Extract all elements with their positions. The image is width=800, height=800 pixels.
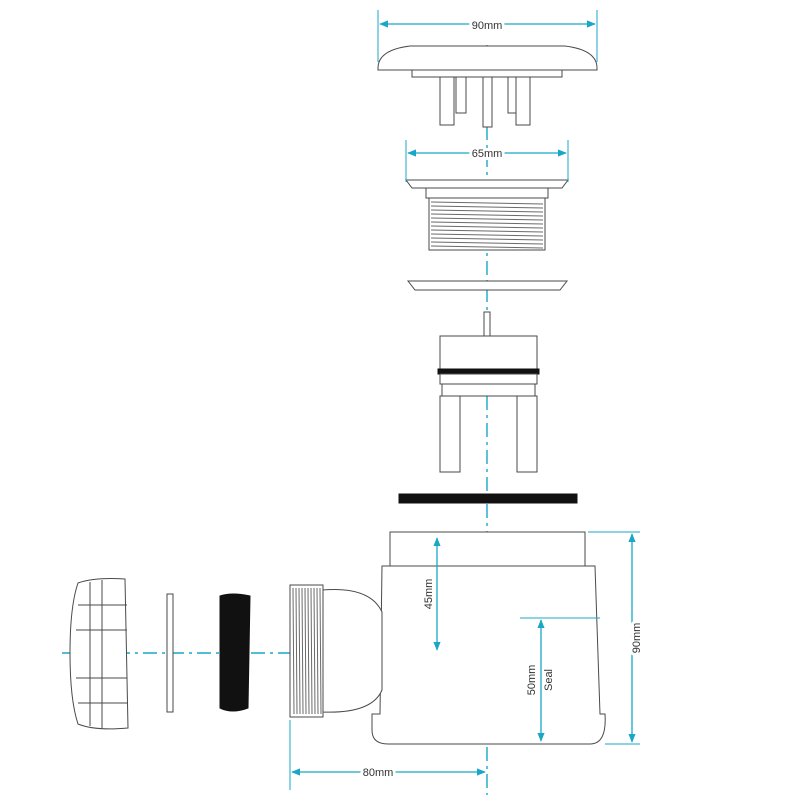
chamber-height-label: 45mm (423, 579, 435, 610)
seal-label: Seal (543, 669, 555, 691)
seal-height-dimension: 50mm Seal (520, 617, 600, 742)
outlet-length-label: 80mm (363, 767, 394, 779)
trap-body (289, 531, 606, 745)
body-width-label: 65mm (472, 148, 503, 160)
cap-width-label: 90mm (472, 20, 503, 32)
plug-cartridge (437, 311, 540, 473)
cone-washer (219, 593, 251, 712)
compression-nut (69, 578, 129, 730)
body-threads (430, 201, 544, 249)
threaded-body (405, 179, 569, 251)
total-height-dimension: 90mm (588, 531, 646, 745)
total-height-label: 90mm (631, 623, 643, 654)
outlet-threads (292, 587, 322, 715)
seal-height-label: 50mm (526, 665, 538, 696)
top-cap (377, 45, 598, 128)
flat-ring-washer (166, 593, 174, 713)
flat-washer (406, 280, 569, 291)
outlet-length-dimension: 80mm (289, 720, 486, 790)
chamber-height-dimension: 45mm (420, 537, 441, 651)
body-width-dimension: 65mm (405, 140, 569, 182)
black-gasket (398, 493, 578, 504)
cap-width-dimension: 90mm (377, 10, 598, 62)
